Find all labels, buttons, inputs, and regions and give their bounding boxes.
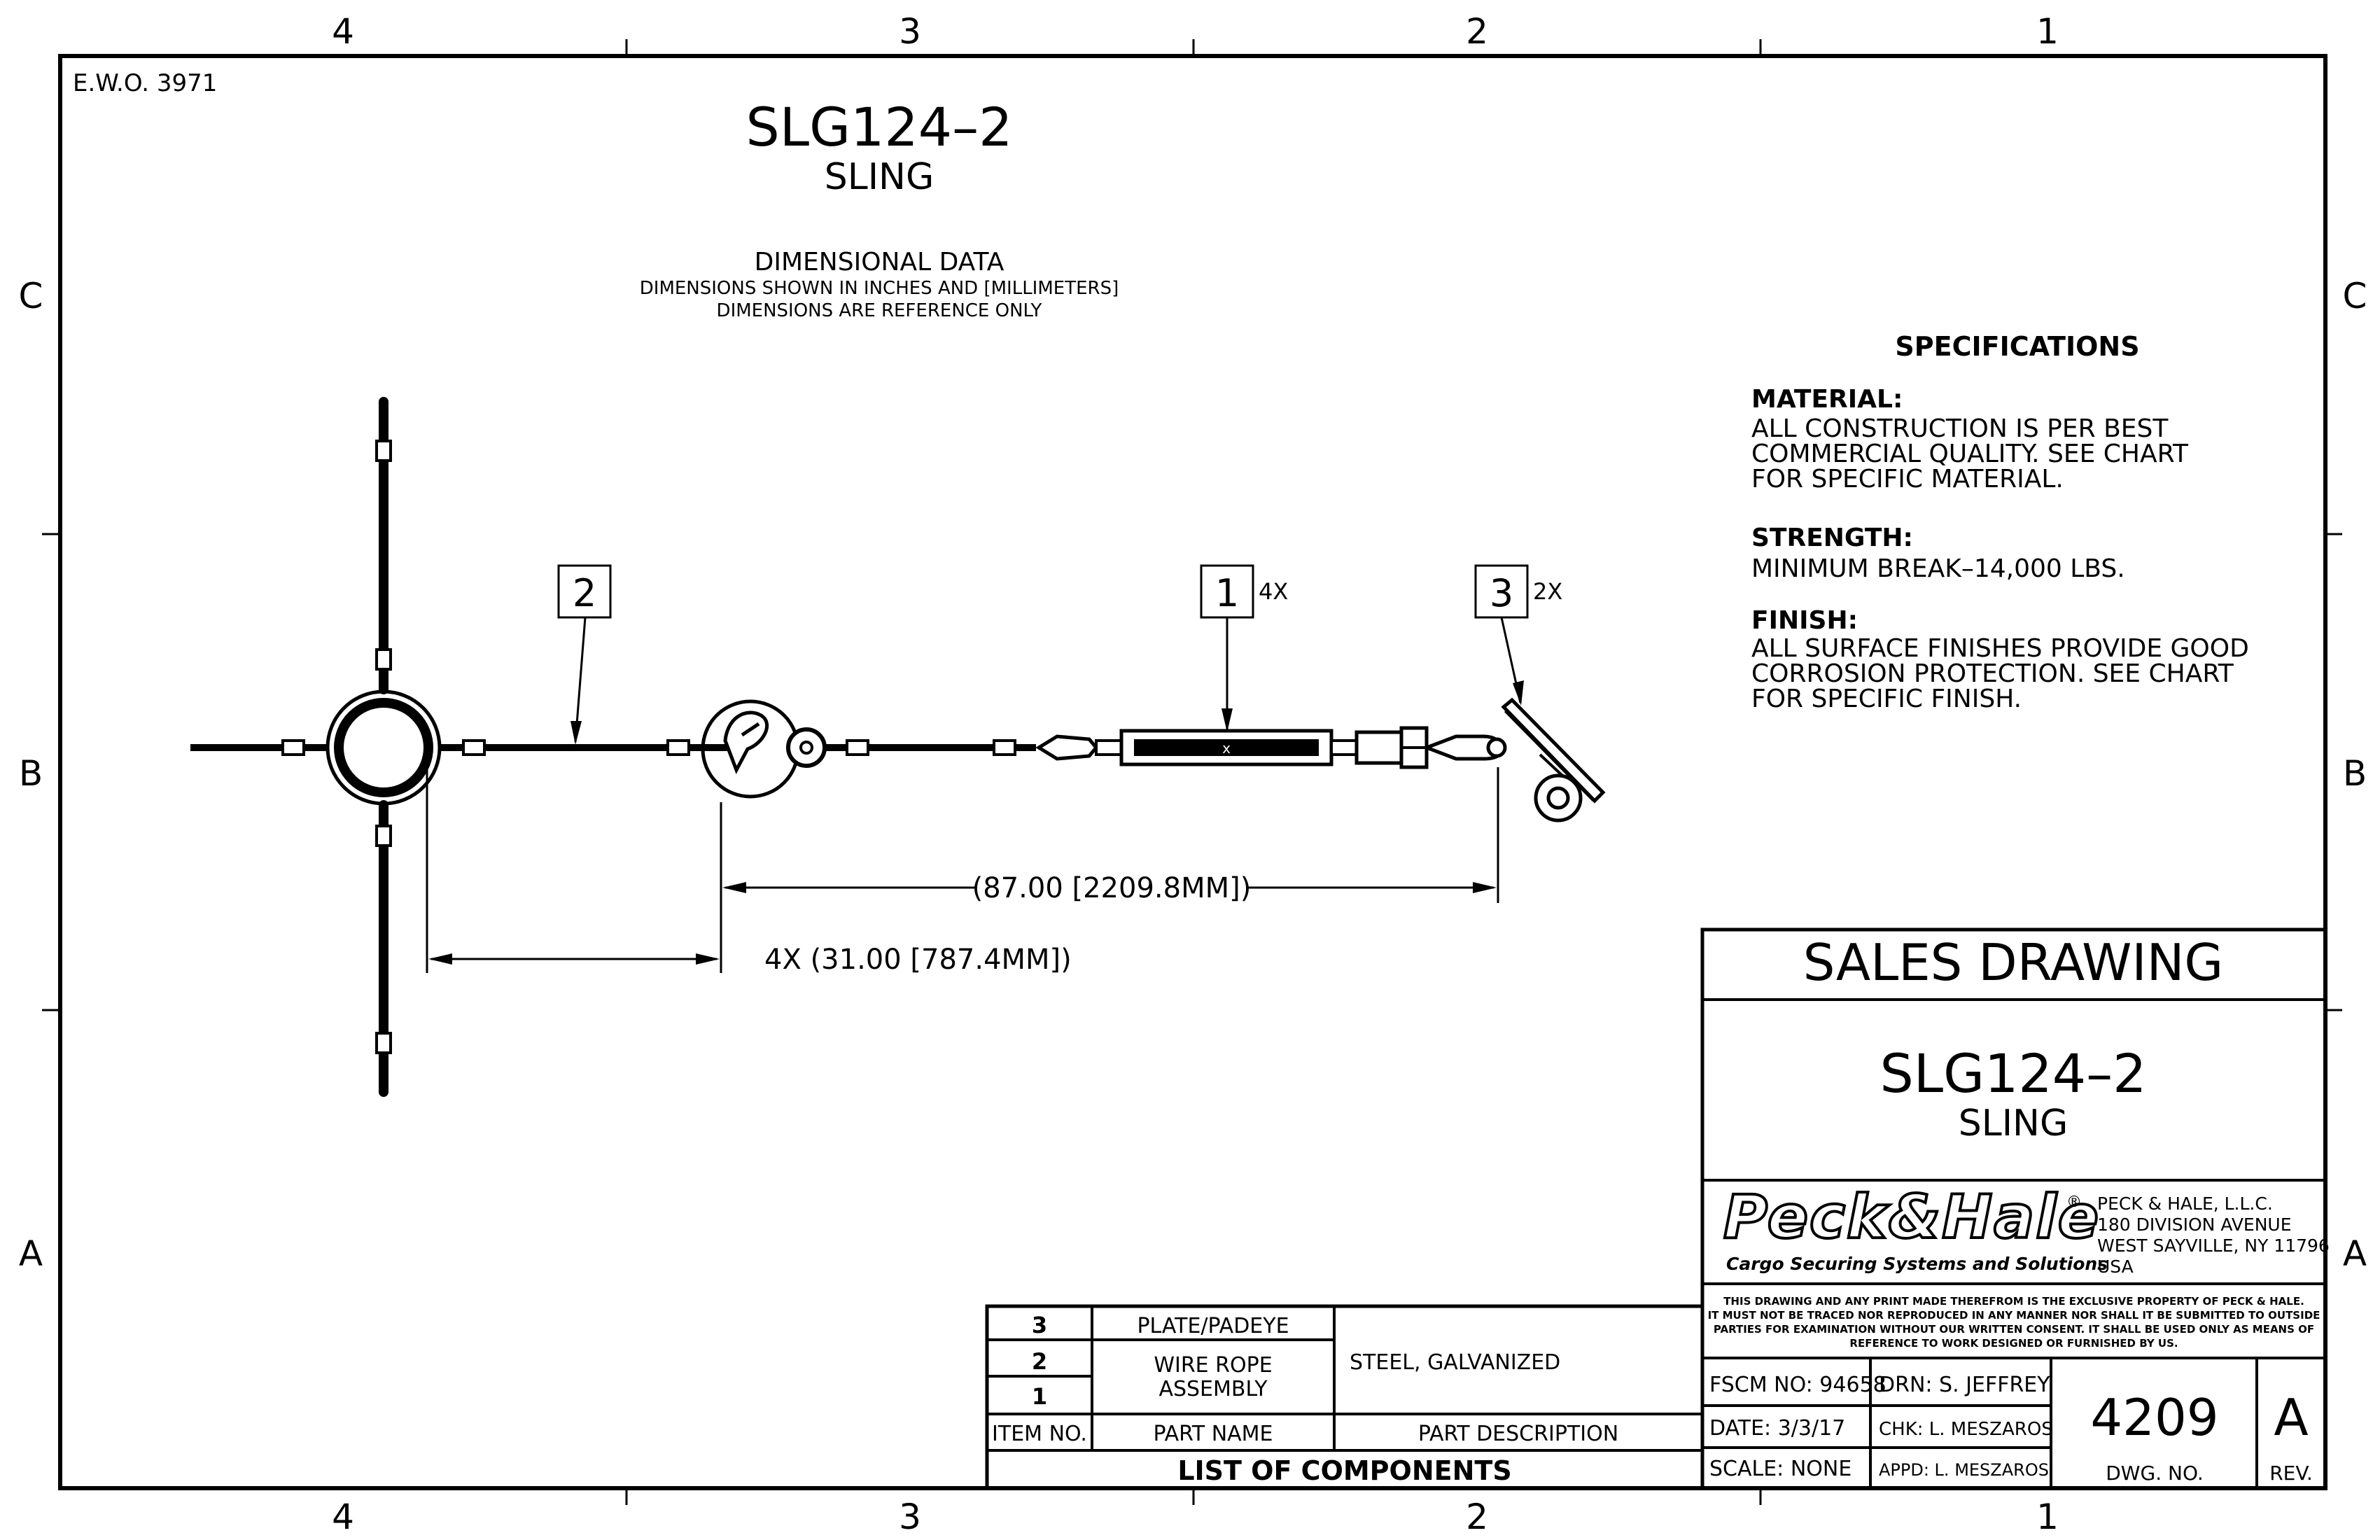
- finish-line-2: CORROSION PROTECTION. SEE CHART: [1751, 659, 2234, 688]
- header-part-description: PART DESCRIPTION: [1418, 1422, 1618, 1446]
- zone-labels: 4 3 2 1 4 3 2 1 C B A C B A: [19, 11, 2367, 1537]
- material-line-2: COMMERCIAL QUALITY. SEE CHART: [1751, 440, 2189, 468]
- component-row-2-name: WIRE ROPE: [1154, 1353, 1272, 1378]
- revision-label: REV.: [2269, 1462, 2313, 1485]
- strength-heading: STRENGTH:: [1751, 524, 1913, 552]
- title-block: SALES DRAWING SLG124–2 SLING Peck&Hale ®…: [1700, 927, 2330, 1490]
- dimensional-note-1: DIMENSIONS SHOWN IN INCHES AND [MILLIMET…: [640, 278, 1119, 299]
- svg-text:®: ®: [2066, 1194, 2082, 1211]
- cross-ferrules: [281, 440, 392, 1054]
- sales-drawing-title: SALES DRAWING: [1803, 933, 2223, 992]
- fscm-number: FSCM NO: 94658: [1709, 1373, 1886, 1397]
- callout-3-number: 3: [1490, 571, 1513, 615]
- zone-col-bottom-3: 3: [899, 1497, 921, 1537]
- approved-by: APPD: L. MESZAROS: [1879, 1460, 2049, 1480]
- legal-line-4: REFERENCE TO WORK DESIGNED OR FURNISHED …: [1849, 1337, 2178, 1350]
- title-part-type: SLING: [1959, 1102, 2068, 1144]
- specifications-title: SPECIFICATIONS: [1895, 331, 2139, 362]
- drawing-number: 4209: [2090, 1388, 2218, 1447]
- callout-1-qty: 4X: [1259, 578, 1288, 605]
- zone-row-left-c: C: [19, 276, 43, 316]
- component-row-3-name: PLATE/PADEYE: [1137, 1314, 1289, 1338]
- legal-line-2: IT MUST NOT BE TRACED NOR REPRODUCED IN …: [1708, 1309, 2320, 1322]
- material-heading: MATERIAL:: [1751, 385, 1903, 414]
- callout-1-number: 1: [1215, 571, 1239, 615]
- zone-col-top-4: 4: [332, 11, 354, 52]
- zone-row-right-c: C: [2343, 276, 2367, 316]
- finish-line-1: ALL SURFACE FINISHES PROVIDE GOOD: [1751, 634, 2249, 663]
- company-line-1: PECK & HALE, L.L.C.: [2097, 1194, 2273, 1214]
- sling-drawing: x: [190, 397, 1606, 1097]
- padeye-plate: [1501, 697, 1606, 822]
- revision-letter: A: [2274, 1388, 2308, 1447]
- header-part-number: SLG124–2: [746, 96, 1013, 158]
- company-line-3: WEST SAYVILLE, NY 11796: [2097, 1236, 2330, 1256]
- eye-link: [786, 727, 827, 768]
- zone-col-top-2: 2: [1466, 11, 1488, 52]
- specifications-block: SPECIFICATIONS MATERIAL: ALL CONSTRUCTIO…: [1751, 331, 2249, 713]
- dimensional-note-2: DIMENSIONS ARE REFERENCE ONLY: [717, 300, 1042, 321]
- zone-col-bottom-1: 1: [2036, 1497, 2059, 1537]
- thimble: [1035, 734, 1099, 761]
- overall-length-dimension: (87.00 [2209.8MM]): [972, 872, 1252, 904]
- zone-row-left-b: B: [19, 753, 43, 794]
- zone-row-left-a: A: [19, 1233, 43, 1274]
- company-line-4: USA: [2097, 1256, 2134, 1277]
- zone-col-top-3: 3: [899, 11, 921, 52]
- zone-col-bottom-2: 2: [1466, 1497, 1488, 1537]
- zone-col-bottom-4: 4: [332, 1497, 354, 1537]
- jaw-end: [1354, 726, 1429, 769]
- legal-line-3: PARTIES FOR EXAMINATION WITHOUT OUR WRIT…: [1714, 1323, 2314, 1336]
- component-description: STEEL, GALVANIZED: [1350, 1350, 1560, 1375]
- components-table: 3 PLATE/PADEYE 2 WIRE ROPE 1 ASSEMBLY ST…: [985, 1304, 1704, 1490]
- callout-2-number: 2: [573, 571, 596, 615]
- zone-col-top-1: 1: [2036, 11, 2059, 52]
- checked-by: CHK: L. MESZAROS: [1879, 1419, 2053, 1440]
- finish-heading: FINISH:: [1751, 606, 1858, 635]
- drawing-date: DATE: 3/3/17: [1709, 1416, 1845, 1441]
- finish-line-3: FOR SPECIFIC FINISH.: [1751, 685, 2022, 713]
- company-line-2: 180 DIVISION AVENUE: [2097, 1214, 2292, 1235]
- zone-row-right-b: B: [2343, 753, 2367, 794]
- header-item-no: ITEM NO.: [992, 1422, 1087, 1446]
- title-part-number: SLG124–2: [1880, 1042, 2147, 1105]
- list-of-components-title: LIST OF COMPONENTS: [1177, 1455, 1511, 1486]
- turnbuckle: x: [1095, 729, 1358, 766]
- zone-row-right-a: A: [2343, 1233, 2367, 1274]
- legal-line-1: THIS DRAWING AND ANY PRINT MADE THEREFRO…: [1723, 1295, 2304, 1308]
- callout-item-2: 2: [557, 564, 612, 745]
- drawing-number-label: DWG. NO.: [2106, 1462, 2204, 1485]
- dimension-arrows: [428, 882, 1497, 965]
- strength-line-1: MINIMUM BREAK–14,000 LBS.: [1751, 554, 2125, 583]
- material-line-1: ALL CONSTRUCTION IS PER BEST: [1751, 414, 2169, 443]
- callout-item-3: 3 2X: [1474, 564, 1562, 706]
- component-row-2-item: 2: [1032, 1348, 1047, 1375]
- material-line-3: FOR SPECIFIC MATERIAL.: [1751, 465, 2064, 493]
- callout-item-1: 1 4X: [1200, 564, 1288, 732]
- component-row-1-name: ASSEMBLY: [1158, 1377, 1268, 1401]
- drawn-by: DRN: S. JEFFREY: [1879, 1373, 2050, 1397]
- center-ring: [326, 690, 442, 806]
- main-rope-ferrules: [462, 739, 690, 756]
- component-row-3-item: 3: [1032, 1312, 1047, 1338]
- hook: [701, 699, 800, 799]
- header-part-type: SLING: [825, 156, 934, 198]
- logo-tagline: Cargo Securing Systems and Solutions: [1726, 1254, 2108, 1274]
- zone-ticks: [42, 39, 2342, 1505]
- header-part-name: PART NAME: [1153, 1422, 1273, 1446]
- rope-ferrules-2: [846, 739, 1016, 756]
- leg-length-dimension: 4X (31.00 [787.4MM]): [764, 944, 1072, 976]
- svg-text:x: x: [1222, 740, 1231, 757]
- svg-text:Peck&Hale: Peck&Hale: [1723, 1182, 2100, 1252]
- drawing-scale: SCALE: NONE: [1709, 1457, 1851, 1481]
- ewo-number: E.W.O. 3971: [73, 69, 217, 97]
- component-row-1-item: 1: [1032, 1383, 1047, 1410]
- callout-3-qty: 2X: [1533, 578, 1562, 605]
- dimensional-data-title: DIMENSIONAL DATA: [755, 248, 1004, 276]
- dimension-lines: [426, 763, 1499, 973]
- peck-hale-logo: Peck&Hale ® Cargo Securing Systems and S…: [1722, 1181, 2108, 1274]
